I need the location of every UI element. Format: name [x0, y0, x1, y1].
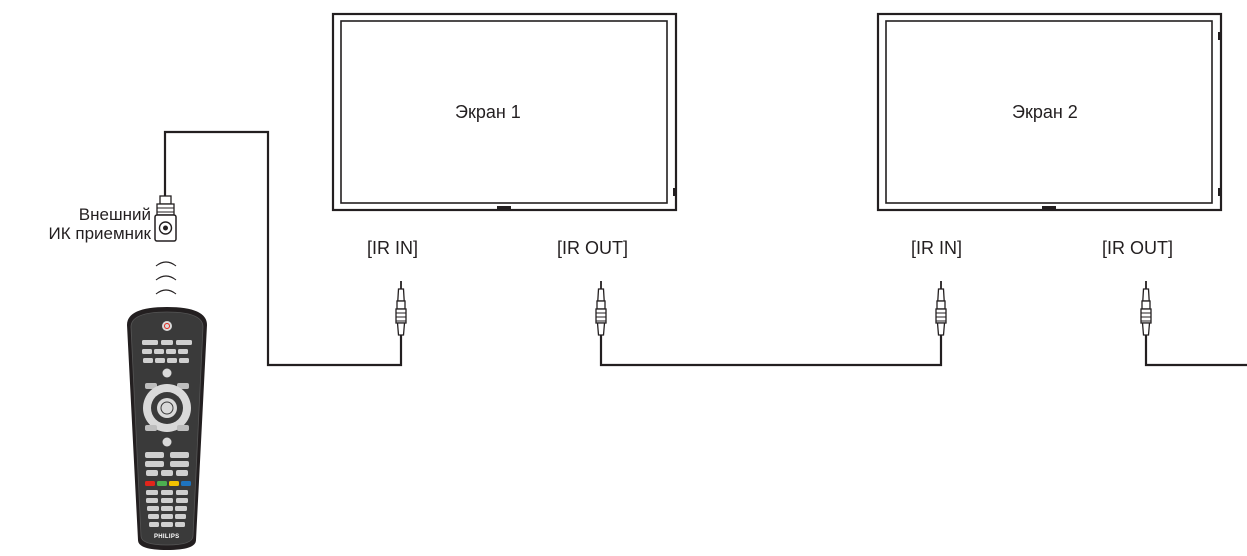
screen-1-ir-out-label: [IR OUT]	[557, 238, 628, 258]
receiver-label-line2: ИК приемник	[48, 224, 151, 243]
link-cable	[599, 335, 943, 367]
screen-1	[331, 12, 678, 212]
output-cable	[1144, 335, 1247, 367]
screen-1-ir-in-label: [IR IN]	[367, 238, 419, 258]
ir-out-plug-2	[1140, 280, 1152, 336]
screen-2-label: Экран 2	[1012, 102, 1078, 122]
remote-brand-logo: PHILIPS	[154, 534, 180, 540]
screen-1-label: Экран 1	[455, 102, 521, 122]
receiver-cable	[163, 130, 403, 367]
ir-in-plug-2	[935, 280, 947, 336]
receiver-label-line1: Внешний	[78, 205, 151, 224]
ir-signal-icon	[155, 261, 177, 295]
ir-out-plug-1	[595, 280, 607, 336]
screen-2	[876, 12, 1223, 212]
screen-2-ir-in-label: [IR IN]	[911, 238, 963, 258]
remote-control-icon	[127, 307, 207, 550]
screen-2-ir-out-label: [IR OUT]	[1102, 238, 1173, 258]
ir-in-plug-1	[395, 280, 407, 336]
cables	[163, 130, 1247, 367]
ir-receiver-icon	[154, 195, 177, 242]
